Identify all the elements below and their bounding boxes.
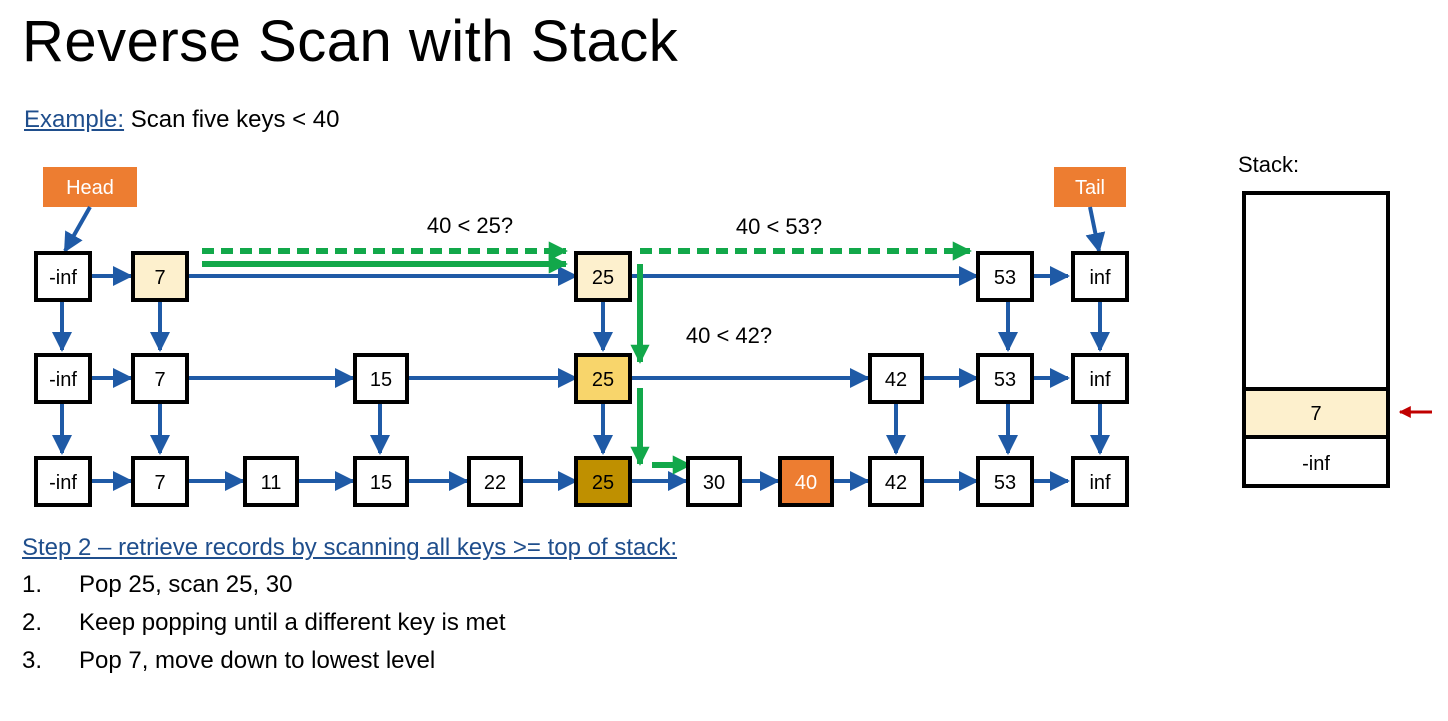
node: 30 [686,456,742,507]
node: inf [1071,251,1129,302]
node: -inf [34,456,92,507]
head-label-text: Head [66,177,114,199]
tail-pointer-arrow [1085,206,1106,253]
search-path [202,241,972,475]
step-list: 1. Pop 25, scan 25, 30 2. Keep popping unt… [22,571,506,685]
example-link[interactable]: Example: [24,106,125,133]
node-key: 7 [154,472,165,494]
node-key: 30 [703,472,725,494]
node: inf [1071,353,1129,404]
list-text: Keep popping until a different key is me… [79,609,506,636]
stack-label: Stack: [1238,152,1300,177]
node-key: 25 [592,369,614,391]
stack-container [1242,191,1390,488]
node-key: 7 [154,369,165,391]
down-links [52,301,1110,455]
node-key: 25 [592,472,614,494]
skip-list-level-middle: -inf 7 15 25 42 53 inf [34,353,1129,404]
list-text: Pop 7, move down to lowest level [79,647,436,674]
page-title: Reverse Scan with Stack [22,9,679,74]
node: 7 [131,456,189,507]
compare-label: 40 < 53? [736,214,822,239]
list-number: 2. [22,609,43,636]
example-line: Example: Scan five keys < 40 [24,106,340,134]
node-key: 7 [154,267,165,289]
skip-list-level-top: -inf 7 25 53 inf [34,251,1129,302]
node: 40 [778,456,834,507]
head-label: Head [43,167,137,207]
list-item: 3. Pop 7, move down to lowest level [22,647,506,685]
head-pointer-arrow [63,206,92,253]
node-key: inf [1089,267,1111,289]
node: 7 [131,251,189,302]
node: 53 [976,456,1034,507]
stack-item-text: 7 [1310,403,1321,425]
list-item: 1. Pop 25, scan 25, 30 [22,571,506,609]
node-key: inf [1089,369,1111,391]
node-key: 40 [795,472,817,494]
node: 42 [868,456,924,507]
node-key: inf [1089,472,1111,494]
node-key: 22 [484,472,506,494]
node: 53 [976,353,1034,404]
stack: 7 -inf [1242,191,1432,488]
node: 7 [131,353,189,404]
node: 25 [574,251,632,302]
node: 42 [868,353,924,404]
node: 25 [574,353,632,404]
list-text: Pop 25, scan 25, 30 [79,571,293,598]
node: 25 [574,456,632,507]
node-key: -inf [49,267,77,289]
node: inf [1071,456,1129,507]
node-key: -inf [49,472,77,494]
list-number: 1. [22,571,43,598]
level-links [90,266,1070,491]
tail-label-text: Tail [1075,177,1105,199]
node-key: 15 [370,369,392,391]
step-heading[interactable]: Step 2 – retrieve records by scanning al… [22,534,678,561]
example-text: Scan five keys < 40 [124,106,340,133]
node-key: 53 [994,267,1016,289]
stack-item [1242,387,1390,439]
skip-list-level-bottom: -inf 7 11 15 22 25 30 40 [34,456,1129,507]
node-key: 25 [592,267,614,289]
node: 22 [467,456,523,507]
node: 11 [243,456,299,507]
node-key: 42 [885,472,907,494]
node: -inf [34,251,92,302]
node: 15 [353,353,409,404]
node-key: 11 [261,472,282,494]
node: -inf [34,353,92,404]
node-key: 53 [994,472,1016,494]
node: 53 [976,251,1034,302]
list-item: 2. Keep popping until a different key is … [22,609,506,647]
node-key: 15 [370,472,392,494]
node-key: 42 [885,369,907,391]
compare-label: 40 < 25? [427,213,513,238]
compare-label: 40 < 42? [686,323,772,348]
node-key: -inf [49,369,77,391]
node: 15 [353,456,409,507]
node-key: 53 [994,369,1016,391]
tail-label: Tail [1054,167,1126,207]
stack-item-text: -inf [1302,453,1330,475]
list-number: 3. [22,647,43,674]
